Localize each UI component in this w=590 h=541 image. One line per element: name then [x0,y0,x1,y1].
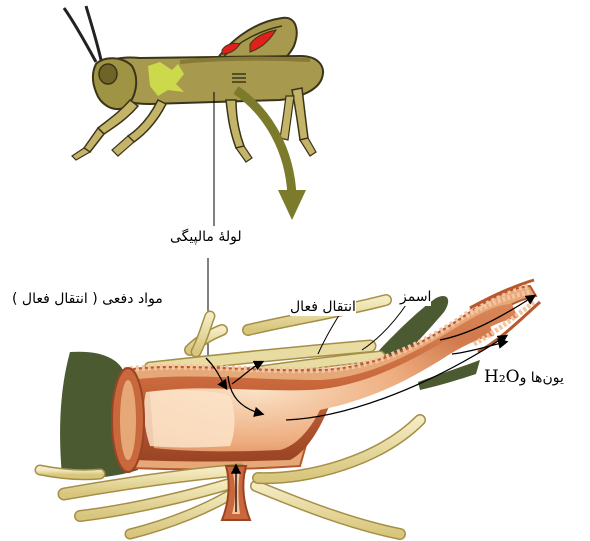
ions-water-label: H₂Oیون‌ها و [484,368,564,387]
grasshopper [64,6,323,162]
ions-and-label: یون‌ها و [520,370,564,386]
water-formula: H₂O [484,367,520,387]
osmosis-label: اسمز [400,288,431,306]
excretion-label: مواد دفعی ( انتقال فعال ) [12,290,163,308]
malpighian-tubule-label: لولهٔ مالپیگی [170,228,242,246]
active-transport-label: انتقال فعال [290,298,356,316]
gut-section [40,280,540,534]
